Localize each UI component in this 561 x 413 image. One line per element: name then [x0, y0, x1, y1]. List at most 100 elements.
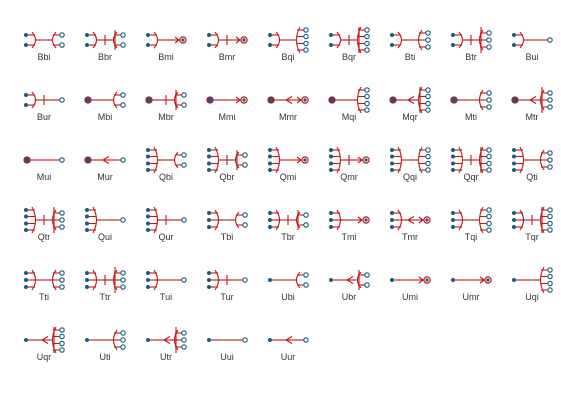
left-terminal: [389, 153, 395, 160]
right-terminal: [486, 153, 492, 160]
left-terminal: [206, 32, 212, 38]
left-terminal: [450, 147, 456, 153]
left-terminal: [145, 227, 151, 233]
right-terminal: [120, 92, 126, 98]
left-terminal: [511, 147, 517, 153]
right-terminal: [59, 210, 65, 216]
glyph-bbr: Bbr: [84, 30, 126, 62]
left-terminal: [267, 277, 273, 283]
left-terminal: [206, 42, 212, 48]
left-terminal: [23, 42, 29, 48]
right-terminal: [486, 227, 492, 233]
left-terminal: [267, 42, 273, 48]
right-terminal: [547, 227, 553, 233]
right-terminal: [120, 284, 126, 290]
glyph-label: Mbr: [158, 112, 174, 122]
left-terminal: [389, 167, 395, 173]
right-terminal: [425, 44, 431, 50]
left-terminal: [145, 337, 151, 343]
right-terminal: [486, 44, 492, 50]
glyph-mmi: Mmi: [206, 96, 248, 122]
right-terminal: [59, 347, 65, 353]
left-terminal: [511, 153, 517, 160]
glyph-label: Uqi: [525, 292, 539, 302]
left-terminal: [206, 284, 212, 290]
glyph-bui: Bui: [511, 31, 553, 62]
left-terminal: [23, 213, 29, 220]
glyph-label: Qur: [158, 232, 173, 242]
left-terminal: [84, 156, 92, 164]
left-terminal: [267, 224, 273, 230]
glyph-label: Uui: [220, 352, 234, 362]
left-terminal: [450, 277, 456, 283]
right-terminal: [486, 207, 492, 213]
left-terminal: [84, 32, 90, 38]
left-terminal: [84, 213, 90, 220]
left-terminal: [450, 153, 456, 160]
left-terminal: [84, 270, 90, 276]
left-terminal: [145, 213, 151, 220]
glyph-qqr: Qqr: [450, 146, 492, 182]
glyph-qmi: Qmi: [267, 146, 309, 182]
left-terminal: [450, 32, 456, 38]
glyph-qur: Qur: [145, 206, 187, 242]
right-terminal: [364, 282, 370, 288]
left-terminal: [267, 160, 273, 167]
right-terminal: [303, 33, 309, 40]
right-terminal: [364, 272, 370, 278]
glyph-label: Btr: [465, 52, 477, 62]
right-terminal: [303, 282, 309, 288]
glyph-label: Mui: [37, 172, 52, 182]
left-terminal: [84, 337, 90, 343]
glyph-qqi: Qqi: [389, 146, 431, 182]
glyph-ttr: Ttr: [84, 267, 126, 302]
right-terminal: [59, 97, 65, 103]
left-terminal: [389, 96, 397, 104]
glyph-mtr: Mtr: [511, 87, 553, 122]
glyph-mur: Mur: [84, 156, 126, 182]
glyph-mqr: Mqr: [389, 86, 431, 122]
left-terminal: [450, 96, 458, 104]
right-terminal: [547, 97, 553, 103]
right-terminal: [181, 217, 187, 223]
glyph-btr: Btr: [450, 27, 492, 62]
glyph-qmr: Qmr: [328, 146, 370, 182]
right-terminal: [425, 160, 431, 167]
left-terminal: [389, 147, 395, 153]
right-terminal: [59, 32, 65, 38]
left-terminal: [511, 277, 517, 283]
right-terminal: [181, 330, 187, 336]
left-terminal: [84, 220, 90, 227]
glyph-bmi: Bmi: [145, 31, 187, 62]
glyph-label: Tbi: [221, 232, 234, 242]
glyph-uti: Uti: [84, 329, 126, 362]
right-terminal: [486, 90, 492, 96]
right-terminal: [547, 90, 553, 96]
left-terminal: [328, 96, 336, 104]
left-terminal: [450, 210, 456, 216]
glyph-qti: Qti: [511, 146, 553, 182]
left-terminal: [206, 147, 212, 153]
glyph-label: Utr: [160, 352, 172, 362]
right-terminal: [59, 277, 65, 283]
left-terminal: [328, 32, 334, 38]
right-terminal: [486, 213, 492, 220]
glyph-ubr: Ubr: [328, 270, 370, 302]
glyph-tmr: Tmr: [389, 209, 431, 242]
glyph-label: Tui: [160, 292, 172, 302]
right-terminal: [242, 152, 248, 158]
glyph-label: Tmi: [342, 232, 357, 242]
left-terminal: [511, 32, 517, 38]
right-terminal: [181, 162, 187, 168]
right-terminal: [364, 87, 370, 93]
glyph-label: Qmi: [280, 172, 297, 182]
glyph-label: Ubi: [281, 292, 295, 302]
left-terminal: [145, 220, 151, 227]
right-terminal: [242, 337, 248, 343]
right-terminal: [547, 273, 553, 280]
left-terminal: [511, 96, 519, 104]
right-terminal: [120, 42, 126, 48]
glyph-mbr: Mbr: [145, 90, 187, 122]
glyph-utr: Utr: [145, 327, 187, 362]
left-terminal: [84, 284, 90, 290]
